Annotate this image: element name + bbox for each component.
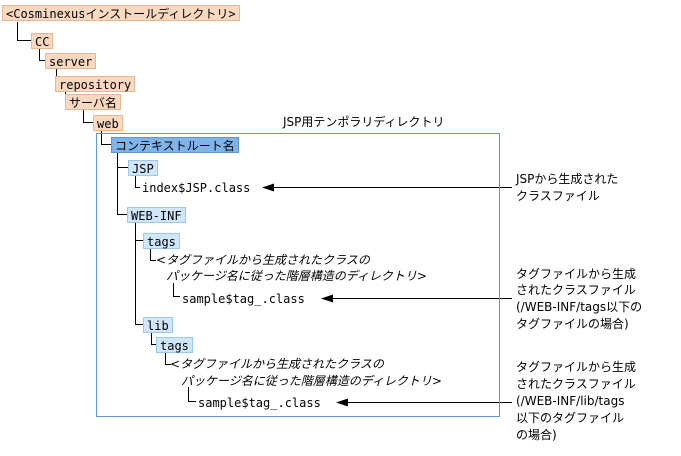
arrow-lib-icon (336, 398, 348, 407)
hierarchy-dir2-line1: <タグファイルから生成されたクラスの (170, 357, 384, 371)
callout-tags-line2: されたクラスファイル (516, 283, 636, 297)
callout-lib-line5: の場合) (516, 428, 557, 442)
file-index-class: index$JSP.class (142, 181, 251, 195)
dir-repository: repository (55, 76, 136, 92)
callout-lib-line2: されたクラスファイル (516, 377, 636, 391)
dir-web-inf: WEB-INF (127, 207, 186, 223)
hierarchy-dir2-line2: パッケージ名に従った階層構造のディレクトリ> (181, 374, 442, 388)
dir-jsp: JSP (128, 160, 158, 176)
dir-server: server (45, 53, 97, 69)
callout-jsp-line1: JSPから生成された (516, 172, 619, 186)
hierarchy-dir-line1: <タグファイルから生成されたクラスの (156, 253, 370, 267)
dir-cc: CC (31, 33, 54, 49)
hierarchy-dir-line2: パッケージ名に従った階層構造のディレクトリ> (166, 269, 427, 283)
dir-lib-tags: tags (156, 337, 193, 353)
callout-tags-line4: タグファイルの場合) (516, 317, 629, 331)
dir-tags: tags (143, 233, 180, 249)
frame-label: JSP用テンポラリディレクトリ (283, 115, 445, 129)
dir-lib: lib (143, 317, 173, 333)
dir-server-name: サーバ名 (65, 94, 121, 110)
callout-lib-line1: タグファイルから生成 (516, 360, 637, 374)
callout-lib-line3: (/WEB-INF/lib/tags (516, 394, 625, 408)
jsp-temp-directory-frame (96, 133, 500, 417)
root-dir: <Cosminexusインストールディレクトリ> (2, 5, 240, 21)
file-lib-sample-tag-class: sample$tag_.class (198, 396, 321, 410)
arrow-jsp-icon (262, 183, 274, 192)
dir-context-root: コンテキストルート名 (111, 137, 239, 153)
callout-tags-line3: (/WEB-INF/tags以下の (516, 300, 643, 314)
arrow-tags-icon (321, 294, 333, 303)
file-sample-tag-class: sample$tag_.class (182, 292, 305, 306)
dir-web: web (93, 115, 123, 131)
callout-jsp-line2: クラスファイル (516, 189, 600, 203)
callout-lib-line4: 以下のタグファイル (516, 411, 625, 425)
callout-tags-line1: タグファイルから生成 (516, 267, 637, 281)
